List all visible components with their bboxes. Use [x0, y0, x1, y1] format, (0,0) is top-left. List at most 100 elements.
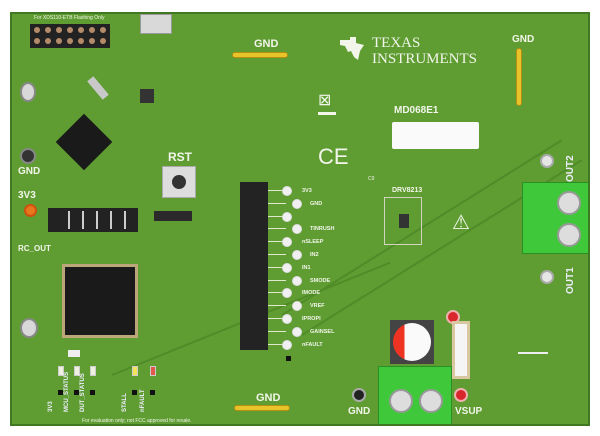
status-led — [74, 366, 80, 376]
power-terminal-block[interactable] — [378, 366, 452, 424]
header-connector — [48, 208, 138, 232]
gnd-test-bar-right[interactable] — [516, 48, 522, 106]
gnd-power-test-point[interactable] — [352, 388, 366, 402]
processor-chip — [55, 113, 113, 171]
status-led — [150, 366, 156, 376]
pin-trace — [268, 330, 286, 332]
signal-label: IN1 — [302, 264, 311, 271]
vsup-label: VSUP — [455, 406, 483, 417]
silk-line — [518, 352, 548, 354]
gnd-power-label: GND — [348, 406, 371, 417]
electrolytic-capacitor — [390, 320, 434, 364]
signal-test-point[interactable] — [292, 198, 302, 209]
gnd-right-label: GND — [512, 34, 535, 45]
output-terminal-block[interactable] — [522, 182, 588, 254]
signal-test-point[interactable] — [292, 224, 302, 235]
out1-label: OUT1 — [565, 267, 576, 294]
pin-trace — [268, 254, 286, 255]
gnd-left-label: GND — [18, 166, 41, 177]
signal-test-point[interactable] — [282, 339, 292, 350]
debug-header — [30, 24, 110, 48]
inductor — [452, 321, 470, 379]
led-resistor — [58, 390, 63, 395]
led-resistor — [74, 390, 79, 395]
signal-label: GAINSEL — [310, 328, 335, 335]
pin-trace — [268, 190, 286, 191]
signal-test-point[interactable] — [282, 186, 292, 196]
out2-label: OUT2 — [565, 155, 576, 182]
status-led — [90, 366, 96, 376]
signal-label: TINRUSH — [310, 226, 335, 233]
led-label: STALL — [122, 393, 128, 412]
signal-label: GND — [310, 200, 323, 207]
out2-test-point[interactable] — [540, 154, 554, 168]
pin-trace — [268, 279, 286, 281]
pin-trace — [268, 228, 286, 230]
ce-mark: CE — [318, 144, 349, 169]
led-resistor — [132, 390, 137, 395]
signal-test-point[interactable] — [292, 301, 302, 312]
hot-surface-warning-icon: ⚠ — [452, 212, 470, 234]
signal-test-point[interactable] — [292, 326, 302, 337]
signal-test-point[interactable] — [282, 262, 292, 273]
signal-label: SMODE — [310, 277, 331, 284]
cap-label: C9 — [368, 176, 375, 182]
signal-label: VREF — [310, 303, 325, 310]
pin-trace — [268, 292, 286, 294]
signal-label: nFAULT — [302, 341, 323, 348]
capacitor — [20, 318, 38, 338]
signal-label: IN2 — [310, 252, 319, 258]
signal-pin-header — [240, 182, 268, 350]
label-box — [392, 122, 479, 149]
pin-trace — [268, 305, 286, 307]
rc-out-label: RC_OUT — [18, 244, 51, 253]
jumper[interactable] — [154, 211, 192, 221]
rst-label: RST — [168, 150, 192, 164]
status-led — [58, 366, 64, 376]
out1-test-point[interactable] — [540, 270, 554, 284]
signal-label: 3V3 — [302, 188, 312, 194]
weee-icon: ⊠ — [318, 92, 332, 109]
vsup-test-point[interactable] — [454, 388, 468, 402]
brand-line2: Instruments — [372, 51, 478, 67]
pin-trace — [268, 343, 286, 345]
ic — [140, 89, 154, 103]
pin-trace — [268, 266, 286, 268]
crystal — [87, 76, 109, 100]
3v3-test-point[interactable] — [24, 204, 37, 217]
3v3-label: 3V3 — [18, 190, 36, 201]
smd-part — [286, 356, 291, 361]
gnd-test-bar-top[interactable] — [232, 52, 288, 58]
signal-label: nSLEEP — [302, 239, 324, 246]
driver-label: DRV8213 — [392, 187, 423, 194]
capacitor — [20, 82, 36, 102]
signal-test-point[interactable] — [282, 211, 292, 222]
gnd-test-bar-bottom[interactable] — [234, 405, 290, 411]
pin-trace — [268, 215, 286, 217]
usb-connector[interactable] — [140, 14, 172, 34]
led-label: DUT_STATUS — [80, 373, 86, 412]
signal-label: IMODE — [302, 290, 321, 297]
signal-test-point[interactable] — [282, 314, 292, 324]
led-label: 3V3 — [48, 401, 54, 412]
led-resistor — [90, 390, 95, 395]
led-resistor — [150, 390, 155, 395]
signal-test-point[interactable] — [292, 250, 302, 260]
pin-trace — [268, 318, 286, 319]
gnd-top-label: GND — [254, 38, 279, 50]
led — [68, 350, 80, 357]
board-name: MD068E1 — [394, 105, 439, 116]
led-label: nFAULT — [140, 389, 146, 412]
brand-line1: Texas — [372, 35, 421, 51]
signal-test-point[interactable] — [282, 288, 292, 299]
reset-button[interactable] — [162, 166, 196, 198]
gnd-test-point-left[interactable] — [20, 148, 36, 164]
signal-label: IPROPI — [302, 316, 321, 322]
signal-test-point[interactable] — [282, 237, 292, 248]
pcb-board: For XDS110-ETB Flashing Only GND Texas I… — [10, 12, 590, 426]
signal-test-point[interactable] — [292, 275, 302, 286]
pin-trace — [268, 241, 286, 243]
pin-trace — [268, 202, 286, 204]
ti-logo-icon — [338, 36, 366, 62]
mcu-chip — [62, 264, 138, 338]
